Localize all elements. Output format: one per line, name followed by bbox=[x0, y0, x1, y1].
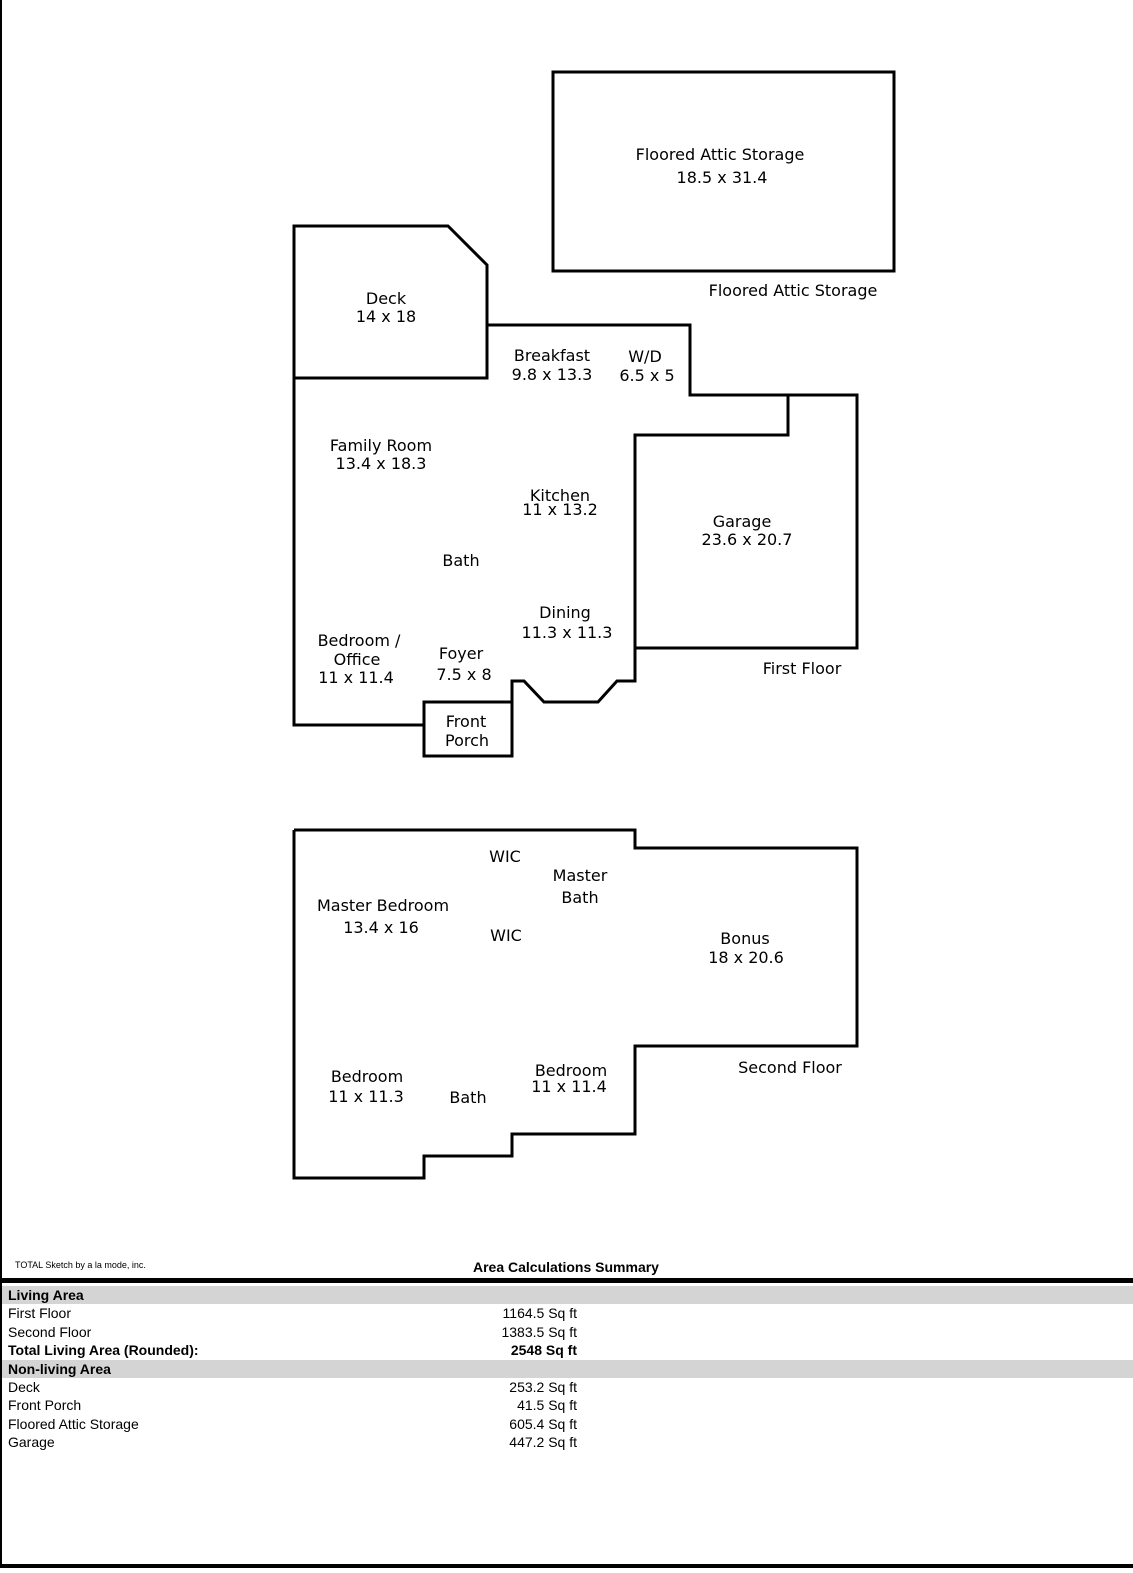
page-bottom-border bbox=[0, 1564, 1133, 1568]
room-master-bedroom-name: Master Bedroom bbox=[317, 896, 449, 915]
row-label: Deck bbox=[8, 1378, 40, 1395]
front-porch-outline bbox=[422, 700, 514, 758]
room-bedroom-office-line1: Bedroom / bbox=[318, 631, 401, 650]
second-floor-outline bbox=[292, 828, 859, 1180]
room-breakfast-dims: 9.8 x 13.3 bbox=[512, 365, 593, 384]
row-label: Floored Attic Storage bbox=[8, 1415, 139, 1432]
room-bedroom-a-name: Bedroom bbox=[331, 1067, 403, 1086]
room-wd-dims: 6.5 x 5 bbox=[619, 366, 674, 385]
room-attic-name: Floored Attic Storage bbox=[636, 145, 805, 164]
table-row: Garage 447.2 Sq ft bbox=[2, 1433, 1133, 1452]
first-floor-label: First Floor bbox=[763, 659, 842, 678]
area-summary-table: Living Area First Floor 1164.5 Sq ft Sec… bbox=[2, 1286, 1133, 1452]
room-bonus-name: Bonus bbox=[720, 929, 769, 948]
row-value: 1164.5 Sq ft bbox=[502, 1305, 577, 1321]
row-label: Front Porch bbox=[8, 1397, 82, 1413]
attic-outline bbox=[551, 70, 896, 273]
room-bonus-dims: 18 x 20.6 bbox=[708, 948, 784, 967]
row-value: 605.4 Sq ft bbox=[509, 1415, 577, 1432]
room-family-dims: 13.4 x 18.3 bbox=[336, 454, 427, 473]
room-foyer-name: Foyer bbox=[439, 644, 484, 663]
row-label: First Floor bbox=[8, 1305, 71, 1321]
room-kitchen-dims: 11 x 13.2 bbox=[522, 500, 598, 519]
room-master-bath-line2: Bath bbox=[561, 888, 598, 907]
page-left-border bbox=[0, 0, 2, 1566]
table-row: Front Porch 41.5 Sq ft bbox=[2, 1396, 1133, 1415]
attic-floor-label: Floored Attic Storage bbox=[709, 281, 878, 300]
room-bedroom-office-dims: 11 x 11.4 bbox=[318, 668, 394, 687]
software-credit: TOTAL Sketch by a la mode, inc. bbox=[15, 1260, 146, 1270]
table-row: Floored Attic Storage 605.4 Sq ft bbox=[2, 1415, 1133, 1434]
total-row: Total Living Area (Rounded): 2548 Sq ft bbox=[2, 1341, 1133, 1360]
first-floor-interior-outline bbox=[487, 323, 790, 704]
room-bedroom-b-name: Bedroom bbox=[535, 1061, 607, 1080]
row-value: 253.2 Sq ft bbox=[509, 1378, 577, 1395]
room-front-porch-line1: Front bbox=[446, 712, 486, 731]
room-deck-name: Deck bbox=[366, 289, 407, 308]
row-value: 447.2 Sq ft bbox=[509, 1434, 577, 1450]
total-value: 2548 Sq ft bbox=[510, 1342, 577, 1358]
room-bedroom-b-dims: 11 x 11.4 bbox=[531, 1077, 607, 1096]
table-row: Second Floor 1383.5 Sq ft bbox=[2, 1323, 1133, 1342]
total-label: Total Living Area (Rounded): bbox=[8, 1342, 199, 1358]
row-label: Garage bbox=[8, 1434, 55, 1450]
row-label: Second Floor bbox=[8, 1323, 92, 1340]
room-dining-name: Dining bbox=[539, 603, 591, 622]
row-value: 1383.5 Sq ft bbox=[501, 1323, 577, 1340]
room-wd-name: W/D bbox=[628, 347, 662, 366]
room-breakfast-name: Breakfast bbox=[514, 346, 590, 365]
deck-outline bbox=[292, 224, 489, 380]
room-wic-1-name: WIC bbox=[489, 847, 521, 866]
second-floor-label: Second Floor bbox=[738, 1058, 842, 1077]
summary-title: Area Calculations Summary bbox=[473, 1259, 659, 1275]
room-garage-dims: 23.6 x 20.7 bbox=[702, 530, 793, 549]
room-bedroom-a-dims: 11 x 11.3 bbox=[328, 1087, 404, 1106]
room-foyer-dims: 7.5 x 8 bbox=[436, 665, 491, 684]
living-area-heading: Living Area bbox=[2, 1286, 1133, 1304]
room-bedroom-office-line2: Office bbox=[334, 650, 381, 669]
table-row: First Floor 1164.5 Sq ft bbox=[2, 1304, 1133, 1323]
room-attic-dims: 18.5 x 31.4 bbox=[677, 168, 768, 187]
room-wic-2-name: WIC bbox=[490, 926, 522, 945]
room-garage-name: Garage bbox=[713, 512, 772, 531]
summary-divider bbox=[2, 1278, 1133, 1283]
table-row: Deck 253.2 Sq ft bbox=[2, 1378, 1133, 1397]
floor-plan-sketch: Floored Attic Storage 18.5 x 31.4 Floore… bbox=[292, 70, 896, 1180]
first-floor-west-wall bbox=[292, 378, 424, 727]
room-master-bath-line1: Master bbox=[553, 866, 608, 885]
room-front-porch-line2: Porch bbox=[445, 731, 489, 750]
room-kitchen-name: Kitchen bbox=[530, 486, 590, 505]
room-family-name: Family Room bbox=[330, 436, 432, 455]
room-bath-2f-name: Bath bbox=[449, 1088, 486, 1107]
row-value: 41.5 Sq ft bbox=[517, 1397, 577, 1413]
room-bath-1f-name: Bath bbox=[442, 551, 479, 570]
room-dining-dims: 11.3 x 11.3 bbox=[522, 623, 613, 642]
non-living-area-heading: Non-living Area bbox=[2, 1359, 1133, 1378]
garage-outline bbox=[635, 393, 859, 650]
room-deck-dims: 14 x 18 bbox=[356, 307, 416, 326]
room-master-bedroom-dims: 13.4 x 16 bbox=[343, 918, 419, 937]
